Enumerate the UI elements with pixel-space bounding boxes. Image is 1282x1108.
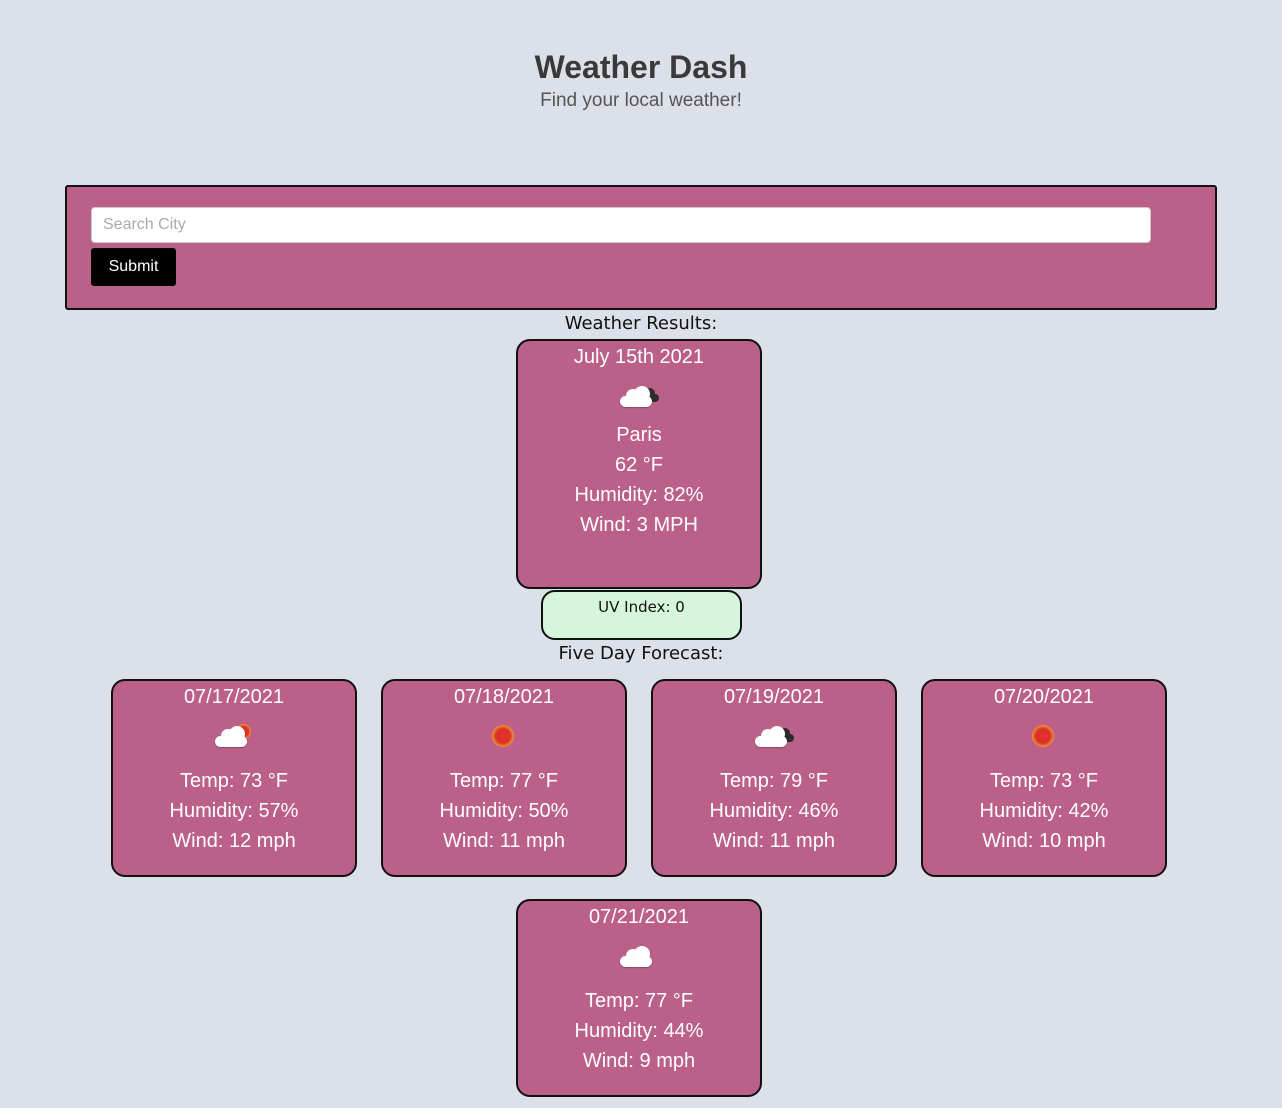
partly-sunny-icon: [113, 718, 355, 752]
forecast-date: 07/18/2021: [453, 686, 555, 708]
forecast-temp: Temp: 79 °F: [719, 770, 829, 792]
forecast-humidity: Humidity: 44%: [574, 1020, 704, 1042]
forecast-date: 07/17/2021: [183, 686, 285, 708]
forecast-card: 07/20/2021 Temp: 73 °F Humidity: 42% Win…: [921, 679, 1167, 877]
page-subtitle: Find your local weather!: [540, 90, 742, 111]
forecast-temp: Temp: 77 °F: [449, 770, 559, 792]
forecast-wind: Wind: 10 mph: [982, 830, 1106, 852]
forecast-wind: Wind: 11 mph: [443, 830, 565, 852]
five-day-forecast-label: Five Day Forecast:: [558, 643, 724, 664]
forecast-wind: Wind: 9 mph: [582, 1050, 696, 1072]
forecast-temp: Temp: 73 °F: [989, 770, 1099, 792]
cloud-icon: [518, 938, 760, 972]
forecast-date: 07/20/2021: [993, 686, 1095, 708]
forecast-humidity: Humidity: 46%: [709, 800, 839, 822]
forecast-wind: Wind: 12 mph: [172, 830, 296, 852]
forecast-card: 07/17/2021 Temp: 73 °F Humidity: 57% Win…: [111, 679, 357, 877]
page-header: Weather Dash Find your local weather!: [0, 48, 1282, 112]
sun-icon: [923, 718, 1165, 752]
forecast-date: 07/21/2021: [588, 906, 690, 928]
current-temp: 62 °F: [614, 454, 664, 476]
forecast-card: 07/19/2021 Temp: 79 °F Humidity: 46% Win…: [651, 679, 897, 877]
forecast-humidity: Humidity: 50%: [439, 800, 569, 822]
forecast-humidity: Humidity: 42%: [979, 800, 1109, 822]
current-humidity: Humidity: 82%: [574, 484, 704, 506]
current-wind: Wind: 3 MPH: [580, 514, 698, 536]
forecast-card: 07/18/2021 Temp: 77 °F Humidity: 50% Win…: [381, 679, 627, 877]
cloudy-icon: [653, 718, 895, 752]
forecast-temp: Temp: 77 °F: [584, 990, 694, 1012]
search-panel: Submit: [65, 185, 1217, 310]
submit-button[interactable]: Submit: [91, 248, 176, 286]
weather-results-label: Weather Results:: [564, 313, 718, 334]
search-input[interactable]: [91, 207, 1151, 243]
page-title: Weather Dash: [534, 49, 748, 85]
current-weather-card: July 15th 2021 Paris 62 °F Humidity: 82%…: [516, 339, 762, 589]
current-city: Paris: [616, 424, 662, 446]
cloudy-icon: [518, 378, 760, 412]
forecast-wind: Wind: 11 mph: [713, 830, 835, 852]
uv-index-badge: UV Index: 0: [541, 590, 742, 640]
sun-icon: [383, 718, 625, 752]
current-date: July 15th 2021: [573, 346, 705, 368]
forecast-humidity: Humidity: 57%: [169, 800, 299, 822]
forecast-temp: Temp: 73 °F: [179, 770, 289, 792]
forecast-card: 07/21/2021 Temp: 77 °F Humidity: 44% Win…: [516, 899, 762, 1097]
forecast-date: 07/19/2021: [723, 686, 825, 708]
